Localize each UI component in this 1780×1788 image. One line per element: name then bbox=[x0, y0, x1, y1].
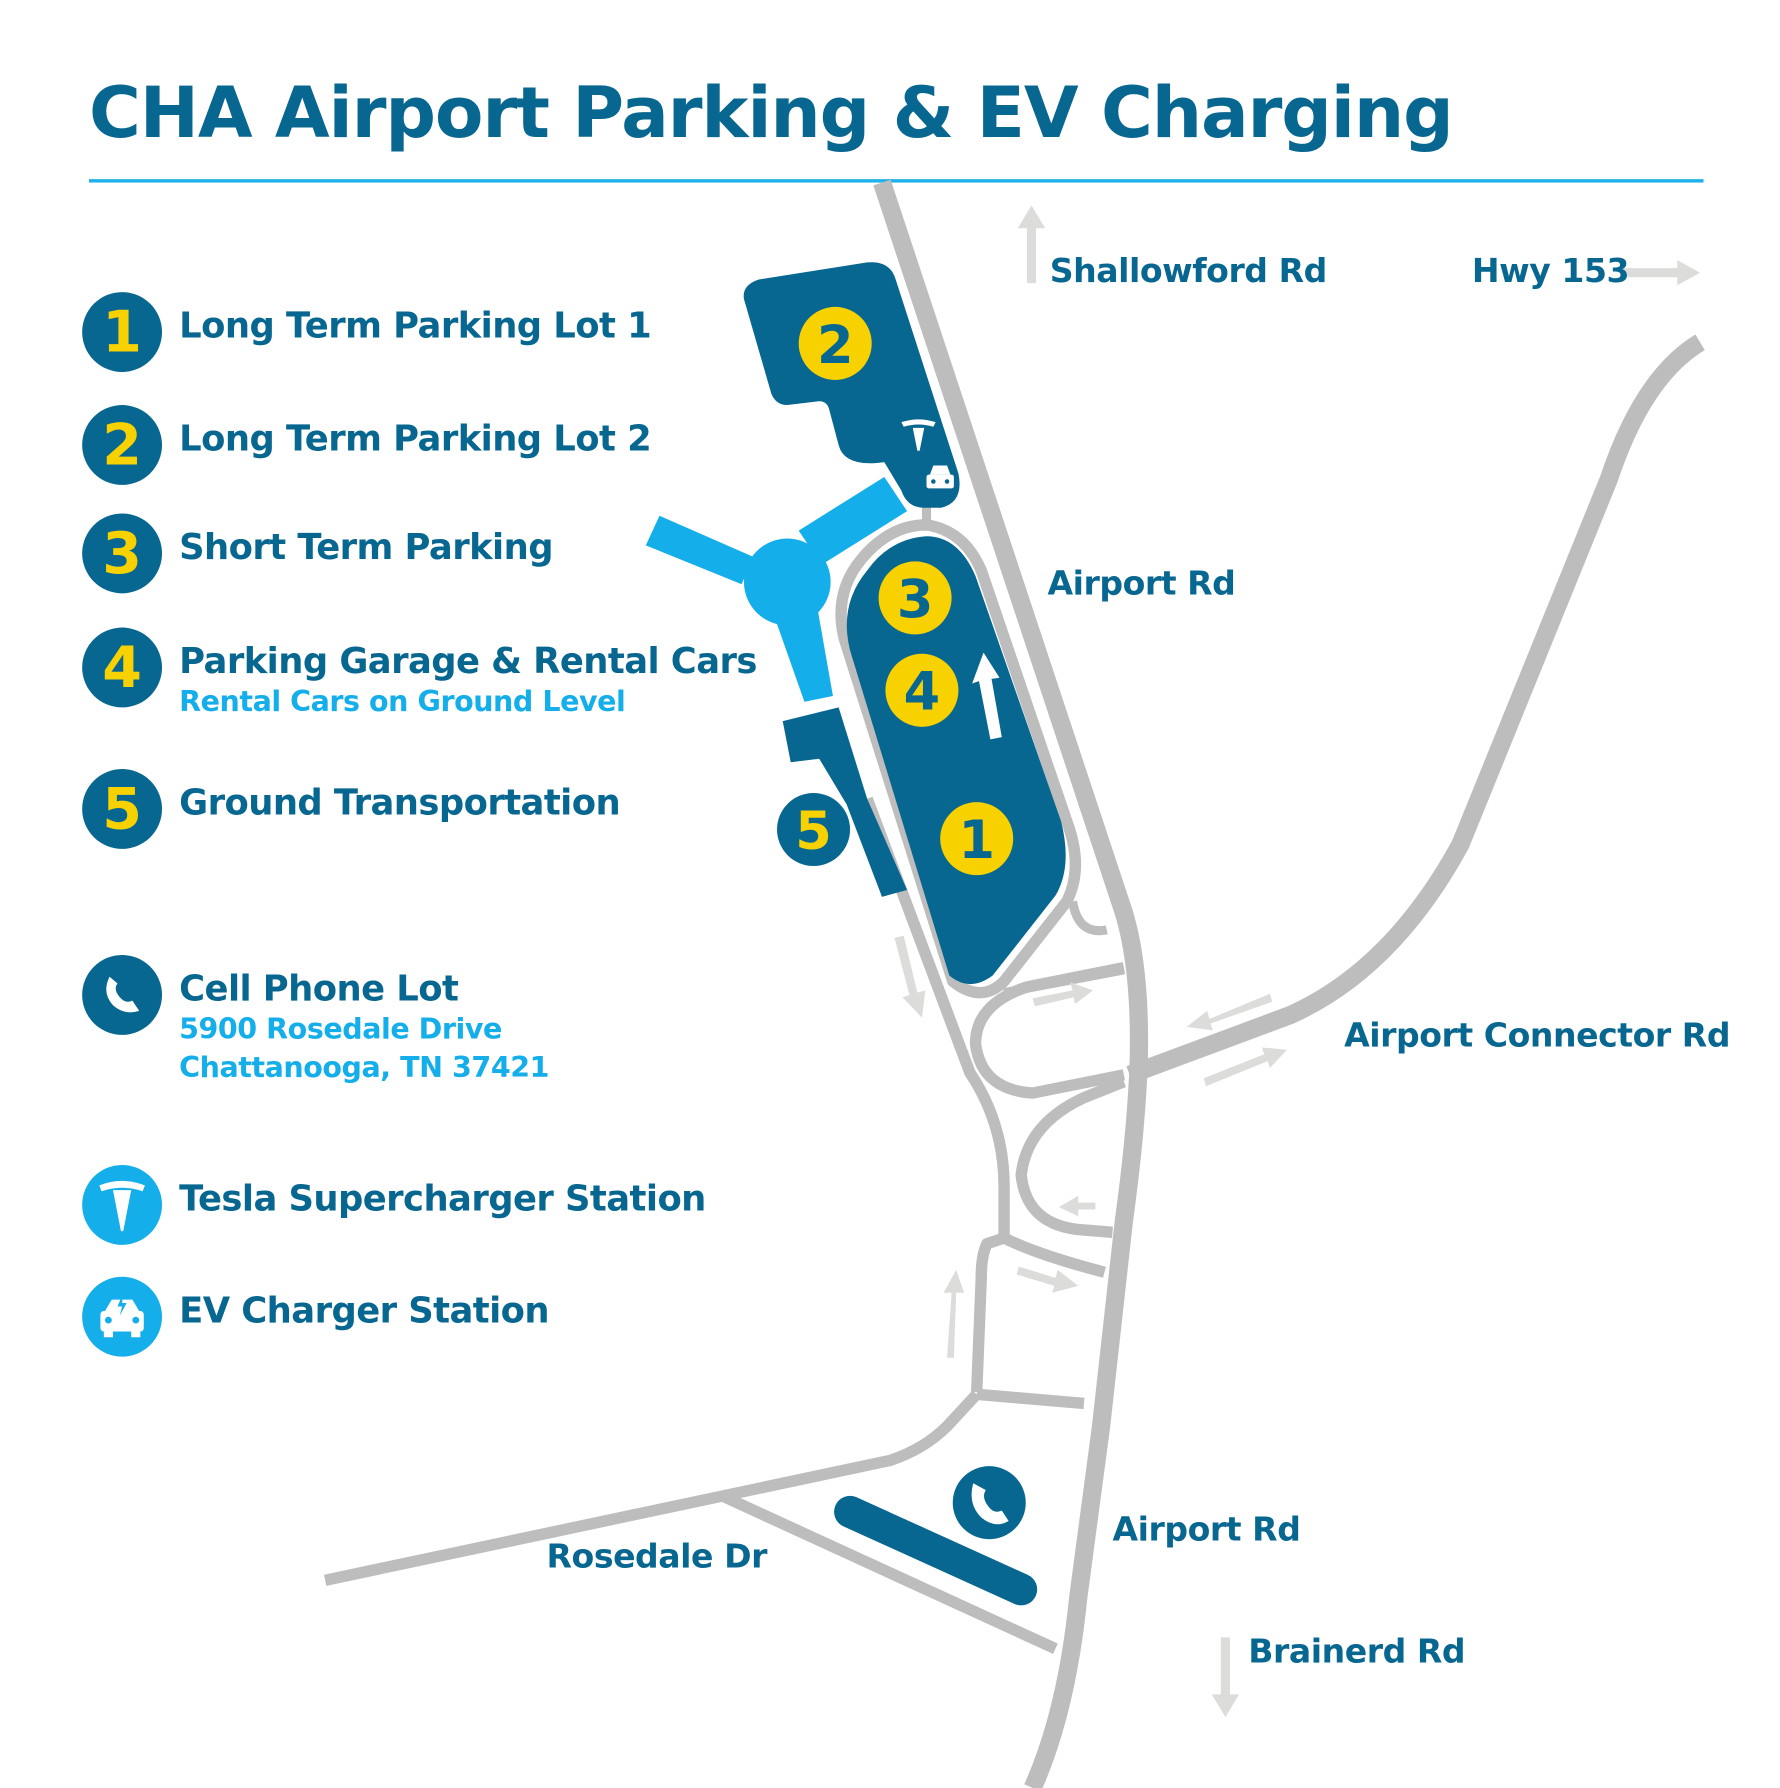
legend-label: Long Term Parking Lot 1 bbox=[179, 305, 652, 347]
road-label-airport-rd-north: Airport Rd bbox=[1047, 563, 1236, 603]
road-exit-west bbox=[861, 796, 1010, 1238]
road-rosedale bbox=[324, 1390, 981, 1586]
legend-item-garage: 4 Parking Garage & Rental Cars Rental Ca… bbox=[82, 627, 757, 722]
ev-charger-icon bbox=[82, 1276, 163, 1357]
map-badge-4 bbox=[885, 653, 959, 727]
road-label-brainerd: Brainerd Rd bbox=[1248, 1631, 1466, 1671]
badge-5: 5 bbox=[82, 769, 163, 849]
arrow-connector-out bbox=[1203, 1047, 1288, 1087]
road-terminal-loop bbox=[835, 519, 1082, 999]
map-phone-icon bbox=[952, 1466, 1026, 1540]
map-badge-5 bbox=[777, 792, 851, 867]
badge-3: 3 bbox=[82, 513, 163, 594]
road-cell-lot bbox=[722, 1491, 1058, 1654]
legend-label: Cell Phone Lot bbox=[179, 968, 459, 1010]
badge-2: 2 bbox=[82, 405, 163, 485]
road-label-airport-rd-south: Airport Rd bbox=[1112, 1509, 1301, 1549]
map-badge-2 bbox=[798, 306, 872, 380]
svg-text:4: 4 bbox=[904, 662, 941, 723]
arrow-garage-up bbox=[972, 652, 1002, 740]
arrow-lower-up bbox=[943, 1269, 965, 1358]
legend-label: Short Term Parking bbox=[179, 527, 553, 569]
tesla-icon bbox=[82, 1164, 163, 1245]
terminal-building bbox=[645, 476, 908, 702]
svg-text:5: 5 bbox=[795, 801, 832, 862]
arrow-connector-in bbox=[1186, 993, 1273, 1031]
arrow-shallowford bbox=[1017, 205, 1046, 283]
legend-item-short-term: 3 Short Term Parking bbox=[82, 513, 554, 594]
cell-lot-shape bbox=[834, 1495, 1038, 1606]
legend-item-cell-phone-lot: Cell Phone Lot 5900 Rosedale Drive Chatt… bbox=[82, 955, 549, 1087]
legend-sublabel: Rental Cars on Ground Level bbox=[179, 684, 626, 718]
road-label-rosedale: Rosedale Dr bbox=[546, 1536, 768, 1576]
phone-icon bbox=[82, 955, 163, 1035]
title-divider bbox=[88, 179, 1704, 183]
arrow-lower-right bbox=[1016, 1266, 1079, 1293]
legend-label: Tesla Supercharger Station bbox=[179, 1178, 706, 1220]
legend-label: Ground Transportation bbox=[179, 782, 621, 824]
badge-4: 4 bbox=[82, 627, 163, 708]
road-airport-rd bbox=[873, 179, 1149, 1788]
road-label-shallowford: Shallowford Rd bbox=[1049, 251, 1328, 290]
address-line-1: 5900 Rosedale Drive bbox=[179, 1012, 502, 1046]
map-tesla-icon bbox=[901, 419, 936, 451]
badge-1: 1 bbox=[82, 292, 163, 372]
legend-item-lot2: 2 Long Term Parking Lot 2 bbox=[82, 405, 652, 485]
legend-item-tesla: Tesla Supercharger Station bbox=[82, 1164, 706, 1245]
arrow-brainerd bbox=[1211, 1637, 1240, 1718]
svg-text:2: 2 bbox=[817, 315, 854, 376]
arrow-ramp-right bbox=[1032, 982, 1094, 1007]
arrow-exit-down bbox=[894, 935, 926, 1018]
road-ramp-upper2 bbox=[1003, 965, 1125, 998]
page-title: CHA Airport Parking & EV Charging bbox=[88, 70, 1454, 155]
map-ev-icon bbox=[926, 465, 954, 489]
road-lower-connector bbox=[1001, 1232, 1106, 1278]
address-line-2: Chattanooga, TN 37421 bbox=[179, 1050, 550, 1084]
lot-5-shape bbox=[782, 707, 908, 897]
map-badge-3 bbox=[878, 561, 952, 635]
arrow-ramp-left bbox=[1058, 1195, 1096, 1217]
legend-item-ev: EV Charger Station bbox=[82, 1276, 550, 1357]
road-airport-connector bbox=[1126, 334, 1705, 1084]
lot-main-shape bbox=[846, 536, 1066, 985]
arrow-hwy153 bbox=[1620, 260, 1701, 286]
road-ramp-lower bbox=[1015, 1076, 1127, 1238]
svg-text:1: 1 bbox=[958, 810, 995, 871]
road-label-airport-connector: Airport Connector Rd bbox=[1344, 1015, 1731, 1055]
road-lower-cross bbox=[976, 1388, 1085, 1410]
svg-text:3: 3 bbox=[897, 569, 934, 630]
lot-2-shape bbox=[743, 262, 960, 508]
legend-label: Parking Garage & Rental Cars bbox=[179, 641, 757, 683]
road-label-hwy153: Hwy 153 bbox=[1471, 251, 1630, 290]
road-spur bbox=[1068, 900, 1108, 936]
legend-label: Long Term Parking Lot 2 bbox=[179, 418, 652, 460]
legend-label: EV Charger Station bbox=[179, 1290, 550, 1332]
legend-item-ground-transport: 5 Ground Transportation bbox=[82, 769, 621, 849]
road-lower-left bbox=[970, 1232, 1006, 1393]
legend-item-lot1: 1 Long Term Parking Lot 1 bbox=[82, 292, 652, 372]
map-badge-1 bbox=[940, 802, 1014, 876]
direction-arrows bbox=[894, 205, 1701, 1718]
